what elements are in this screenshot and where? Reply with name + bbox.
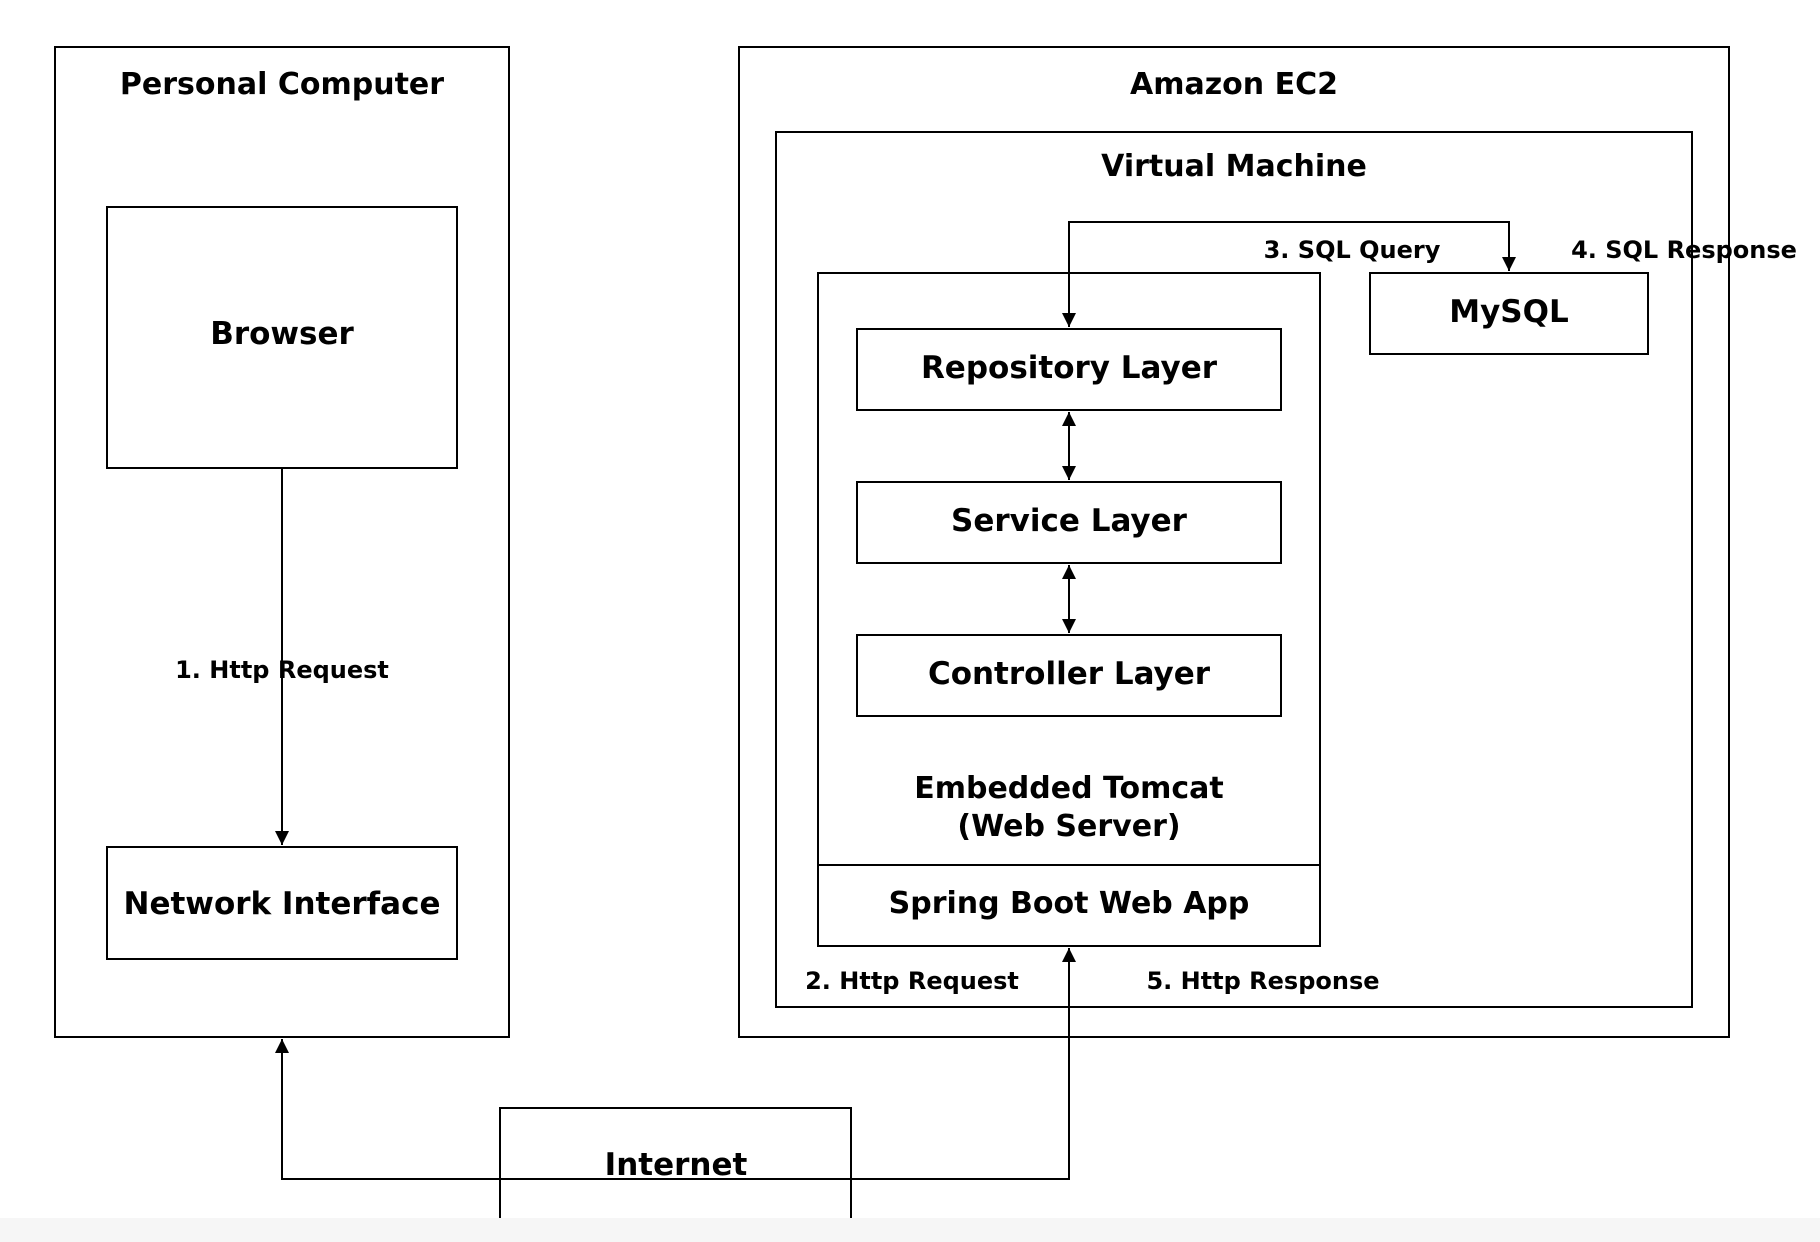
http-request-1-label: 1. Http Request (175, 656, 389, 684)
edge-browser-to-network: 1. Http Request (175, 468, 389, 845)
embedded-tomcat-title-line1: Embedded Tomcat (914, 771, 1224, 806)
controller-layer-label: Controller Layer (928, 656, 1211, 692)
sql-response-4-label: 4. SQL Response (1571, 236, 1797, 264)
sql-query-3-label: 3. SQL Query (1264, 236, 1441, 264)
internet-label: Internet (605, 1147, 748, 1183)
network-interface-node[interactable]: Network Interface (106, 846, 458, 960)
browser-label: Browser (210, 316, 354, 352)
personal-computer-title: Personal Computer (120, 67, 444, 102)
controller-layer-box (856, 634, 1282, 717)
repository-layer-label: Repository Layer (921, 350, 1218, 386)
mysql-label: MySQL (1449, 294, 1569, 330)
edge-internet-route: 2. Http Request 5. Http Response (275, 948, 1380, 1180)
internet-node[interactable]: Internet (499, 1107, 852, 1221)
browser-box (106, 206, 458, 469)
service-layer-box (856, 481, 1282, 564)
mysql-node[interactable]: MySQL (1369, 272, 1649, 355)
edge-repository-mysql: 3. SQL Query 4. SQL Response (1062, 221, 1797, 327)
spring-boot-app-title: Spring Boot Web App (889, 886, 1250, 921)
service-layer-label: Service Layer (951, 503, 1188, 539)
spring-boot-app-container: Embedded Tomcat (Web Server) Spring Boot… (817, 272, 1321, 947)
http-response-5-label: 5. Http Response (1146, 967, 1379, 995)
network-interface-label: Network Interface (124, 886, 441, 922)
amazon-ec2-title: Amazon EC2 (1130, 67, 1338, 102)
service-layer-node[interactable]: Service Layer (856, 481, 1282, 564)
virtual-machine-title: Virtual Machine (1101, 149, 1367, 184)
amazon-ec2-container: Amazon EC2 (738, 46, 1730, 1038)
repository-layer-box (856, 328, 1282, 411)
embedded-tomcat-title-line2: (Web Server) (957, 809, 1180, 844)
repository-layer-node[interactable]: Repository Layer (856, 328, 1282, 411)
footer-strip (0, 1218, 1820, 1242)
internet-route-arrow (275, 948, 1076, 1180)
network-interface-box (106, 846, 458, 960)
controller-layer-node[interactable]: Controller Layer (856, 634, 1282, 717)
virtual-machine-frame (775, 131, 1693, 1008)
browser-node[interactable]: Browser (106, 206, 458, 469)
amazon-ec2-frame (738, 46, 1730, 1038)
sql-query-response-arrow (1062, 221, 1516, 327)
virtual-machine-container: Virtual Machine (775, 131, 1693, 1008)
http-request-2-label: 2. Http Request (805, 967, 1019, 995)
